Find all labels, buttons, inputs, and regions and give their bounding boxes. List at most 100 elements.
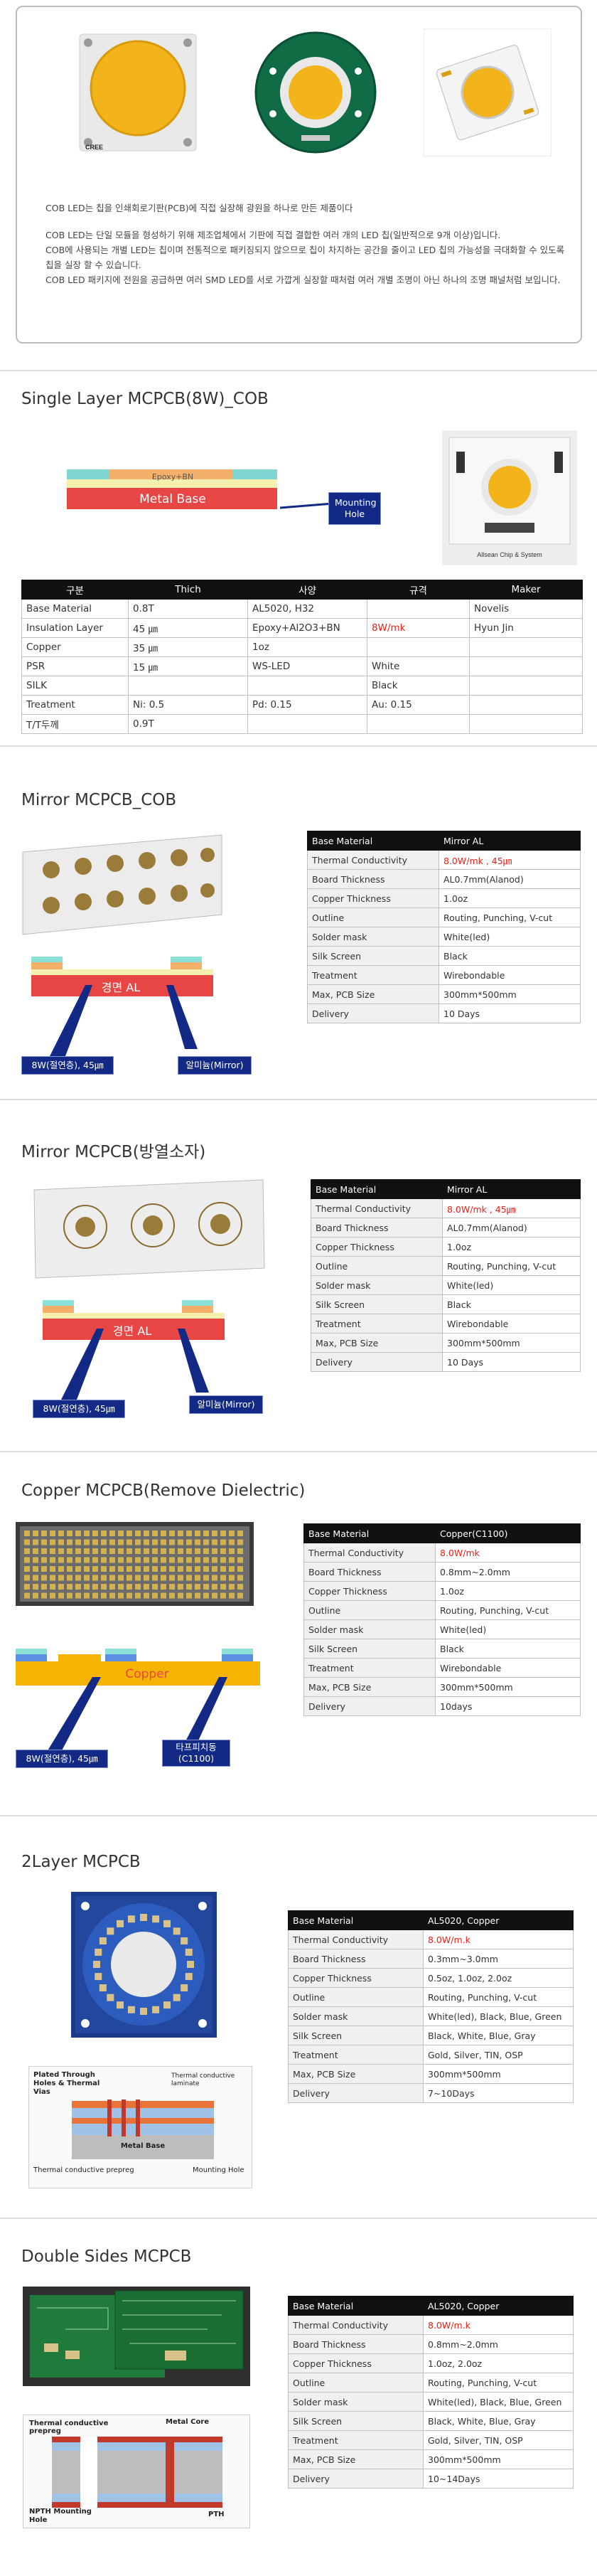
insulation-callout: 8W(절연층), 45㎛ [21, 1056, 114, 1075]
intro-description: COB LED는 칩을 인쇄회로기판(PCB)에 직접 실장해 광원을 하나로 … [45, 201, 571, 287]
intro-photos: CREE [47, 28, 587, 171]
metal-base-label: Metal Base [139, 492, 206, 506]
two-layer-diagram: Plated Through Holes & Thermal Vias Ther… [28, 2066, 252, 2188]
mounting-hole-label: Mounting Hole [193, 2166, 244, 2174]
divider [0, 1815, 597, 1816]
copper-board-photo [16, 1522, 254, 1606]
photo-caption: Allsean Chip & System [477, 551, 542, 558]
insulation-callout: 8W(절연층), 45㎛ [33, 1400, 125, 1418]
pth-label: Plated Through Holes & Thermal Vias [33, 2071, 100, 2096]
double-sides-board-photo [23, 2287, 250, 2386]
single-layer-board-photo: Allsean Chip & System [442, 430, 577, 565]
cob-led-photo-1: CREE [74, 28, 202, 156]
mirror-al-label: 경면 AL [112, 1324, 152, 1338]
section-title-single-layer: Single Layer MCPCB(8W)_COB [21, 390, 269, 408]
two-layer-board-photo [71, 1892, 217, 2038]
mirror-heat-board-photo [33, 1179, 265, 1279]
epoxy-bn-label: Epoxy+BN [151, 472, 194, 481]
mirror-cob-board-photo [22, 834, 222, 935]
intro-para-2: COB LED는 단일 모듈을 형성하기 위해 제조업체에서 기판에 직접 결합… [45, 230, 501, 240]
npth-label: NPTH Mounting Hole [29, 2508, 92, 2524]
aluminum-callout: 알미늄(Mirror) [178, 1056, 252, 1075]
copper-grade-callout: 타프피치동 (C1100) [162, 1740, 230, 1767]
section-title-mirror-heat: Mirror MCPCB(방열소자) [21, 1143, 206, 1161]
laminate-label: Thermal conductive laminate [171, 2072, 235, 2087]
intro-box: CREE COB LED는 칩을 인쇄회로기판(PCB)에 직접 [16, 6, 582, 344]
table-header-row: 구분 Thich 사양 규격 Maker [21, 580, 583, 600]
aluminum-callout: 알미늄(Mirror) [189, 1395, 263, 1414]
mirror-cob-diagram: 경면 AL 8W(절연층), 45㎛ 알미늄(Mirror) [21, 957, 306, 1077]
intro-para-4: COB LED 패키지에 전원을 공급하면 여러 SMD LED를 서로 가깝게… [45, 275, 561, 285]
divider [0, 1099, 597, 1100]
intro-para-3: COB에 사용되는 개별 LED는 칩이며 전통적으로 패키징되지 않으므로 칩… [45, 245, 565, 270]
divider [0, 2218, 597, 2219]
section-title-double-sides: Double Sides MCPCB [21, 2247, 192, 2266]
divider [0, 745, 597, 747]
section-title-copper: Copper MCPCB(Remove Dielectric) [21, 1481, 306, 1500]
pth-label: PTH [208, 2511, 225, 2518]
intro-para-1: COB LED는 칩을 인쇄회로기판(PCB)에 직접 실장해 광원을 하나로 … [45, 203, 353, 213]
divider [0, 1451, 597, 1452]
divider [0, 370, 597, 371]
insulation-callout: 8W(절연층), 45㎛ [16, 1750, 108, 1768]
metal-core-label: Metal Core [166, 2418, 210, 2426]
cob-led-photo-3 [424, 28, 552, 156]
section-title-mirror-cob: Mirror MCPCB_COB [21, 791, 177, 809]
metal-base-label: Metal Base [120, 2142, 166, 2150]
mirror-heat-diagram: 경면 AL 8W(절연층), 45㎛ 알미늄(Mirror) [33, 1300, 317, 1421]
mounting-hole-callout: Mounting Hole [328, 492, 381, 525]
single-layer-diagram: Epoxy+BN Metal Base Mounting Hole [63, 469, 381, 548]
section-title-2layer: 2Layer MCPCB [21, 1853, 141, 1871]
